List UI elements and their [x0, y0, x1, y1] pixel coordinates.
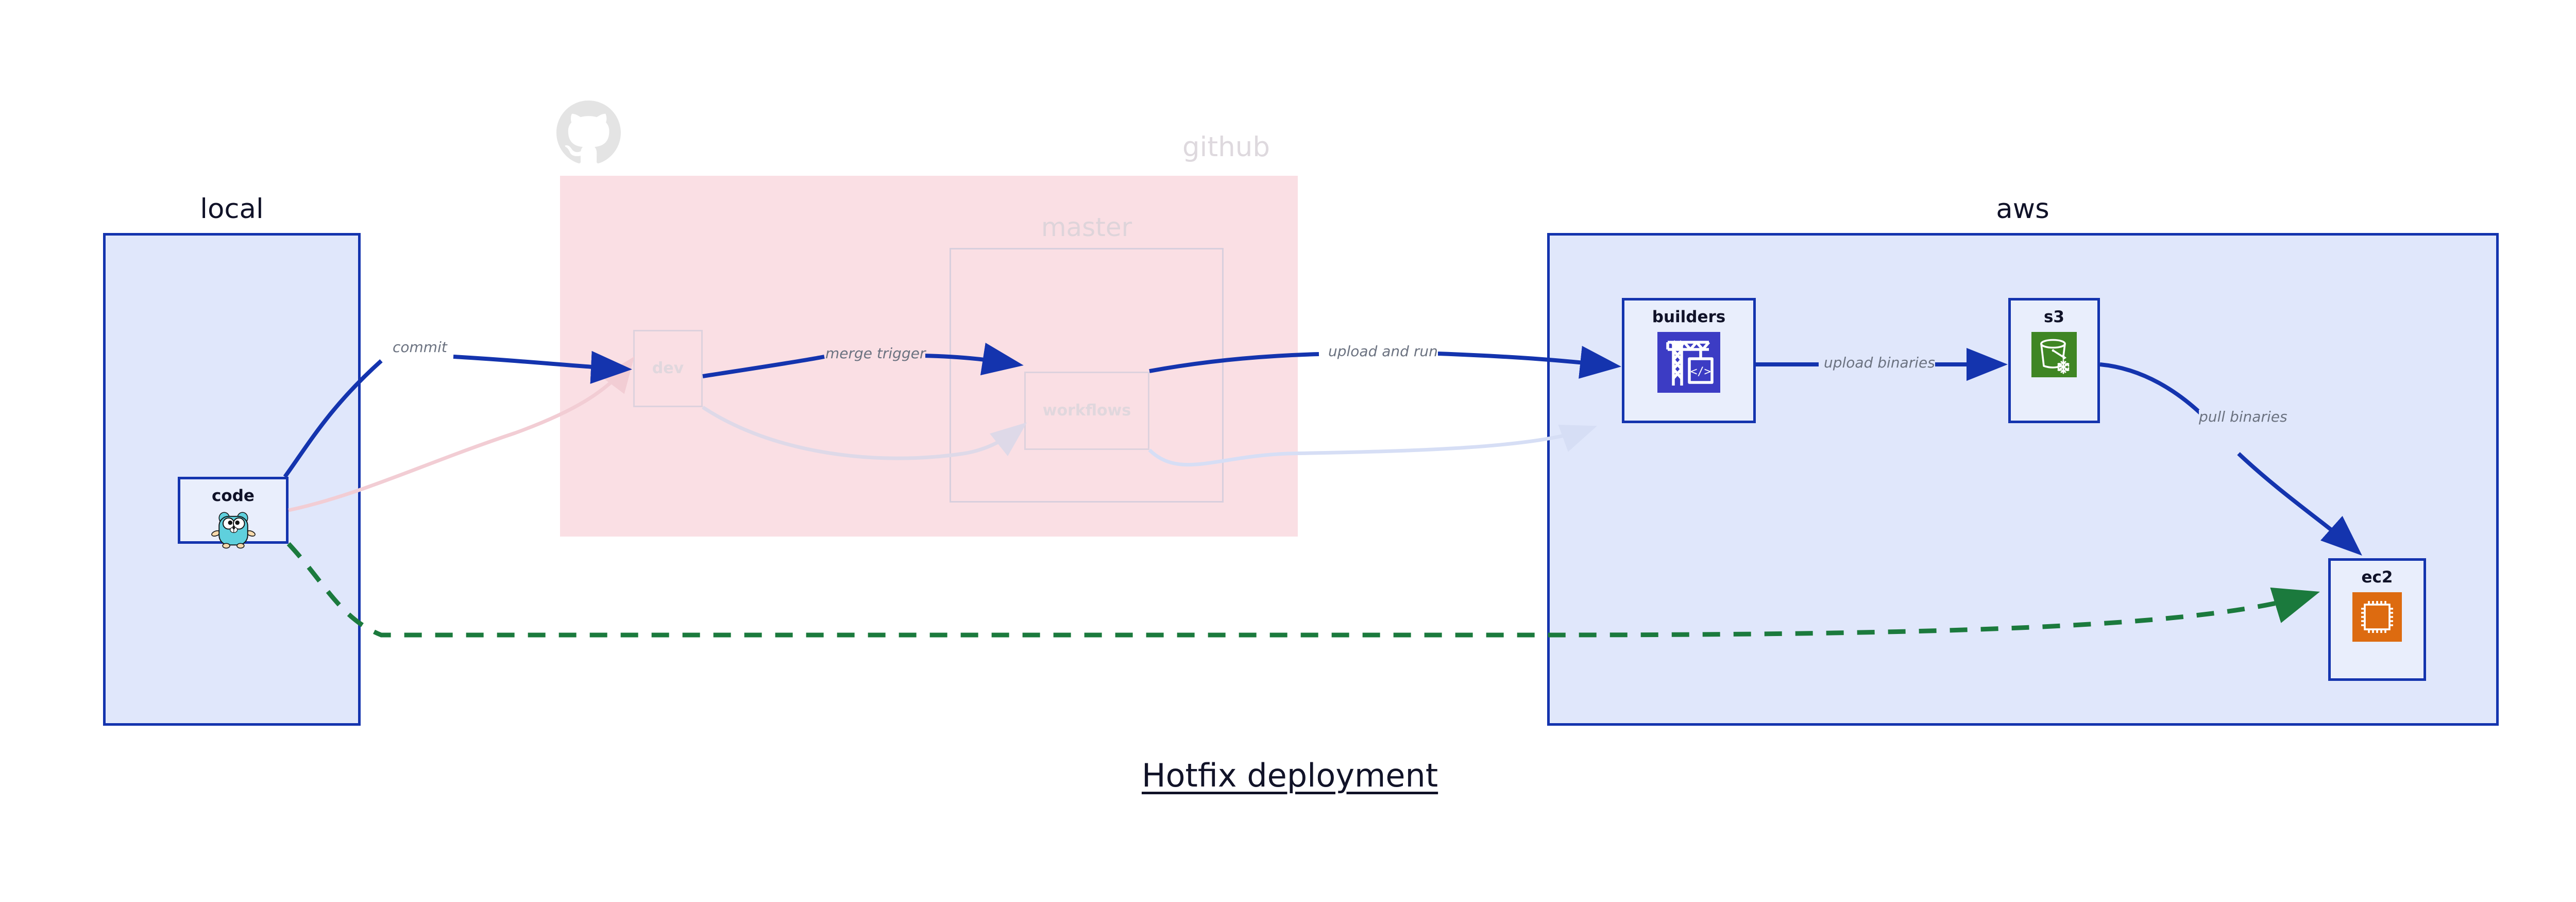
cluster-local-title: local: [200, 193, 264, 225]
node-code-label: code: [212, 487, 255, 505]
node-workflows-label: workflows: [1042, 402, 1131, 420]
diagram-title: Hotfix deployment: [1142, 757, 1438, 794]
node-dev[interactable]: dev: [633, 330, 703, 407]
edge-label-upload-and-run: upload and run: [1328, 343, 1438, 360]
node-code[interactable]: code: [178, 477, 289, 549]
cluster-master-title: master: [1041, 212, 1132, 242]
node-builders-label: builders: [1652, 308, 1726, 326]
edge-label-pull-binaries: pull binaries: [2199, 408, 2287, 425]
svg-text:</>: </>: [1690, 365, 1711, 378]
node-builders[interactable]: builders <: [1622, 298, 1756, 423]
node-dev-label: dev: [652, 359, 684, 377]
node-ec2-label: ec2: [2361, 568, 2393, 587]
node-s3[interactable]: s3: [2008, 298, 2100, 423]
aws-s3-glacier-bucket-icon: [2031, 332, 2077, 379]
cluster-aws-title: aws: [1996, 193, 2049, 225]
edge-label-upload-binaries: upload binaries: [1824, 354, 1935, 371]
edge-label-merge-trigger: merge trigger: [825, 345, 926, 362]
aws-codebuild-crane-icon: </>: [1657, 332, 1720, 395]
node-workflows[interactable]: workflows: [1024, 372, 1149, 450]
node-ec2[interactable]: ec2: [2328, 558, 2426, 681]
edge-label-commit: commit: [393, 339, 447, 356]
github-octocat-icon: [556, 101, 621, 165]
node-s3-label: s3: [2043, 308, 2065, 326]
aws-ec2-chip-icon: [2352, 592, 2402, 644]
go-gopher-icon: [209, 511, 258, 551]
cluster-master: [950, 248, 1224, 503]
cluster-github-title: github: [1182, 131, 1270, 163]
